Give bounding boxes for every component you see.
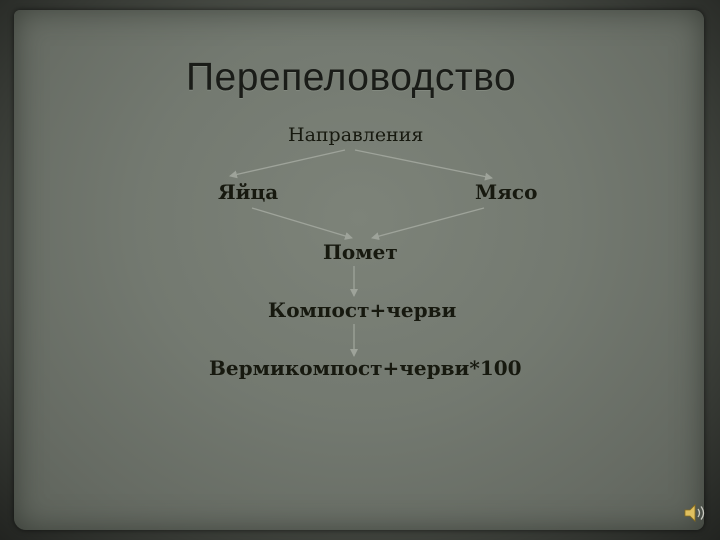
node-directions: Направления [288, 124, 424, 146]
arrow-meat-to-manure [371, 207, 485, 241]
node-manure: Помет [323, 240, 398, 264]
arrow-directions-to-meat [354, 149, 493, 181]
speaker-icon[interactable] [683, 503, 707, 523]
node-meat: Мясо [475, 180, 538, 204]
arrow-eggs-to-manure [251, 207, 353, 240]
arrow-directions-to-eggs [229, 149, 346, 179]
slide-canvas [14, 10, 704, 530]
slide-title: Перепеловодство [186, 56, 517, 99]
node-vermicompost: Вермикомпост+черви*100 [209, 356, 522, 380]
node-eggs: Яйца [218, 180, 279, 204]
node-compost: Компост+черви [268, 298, 457, 322]
